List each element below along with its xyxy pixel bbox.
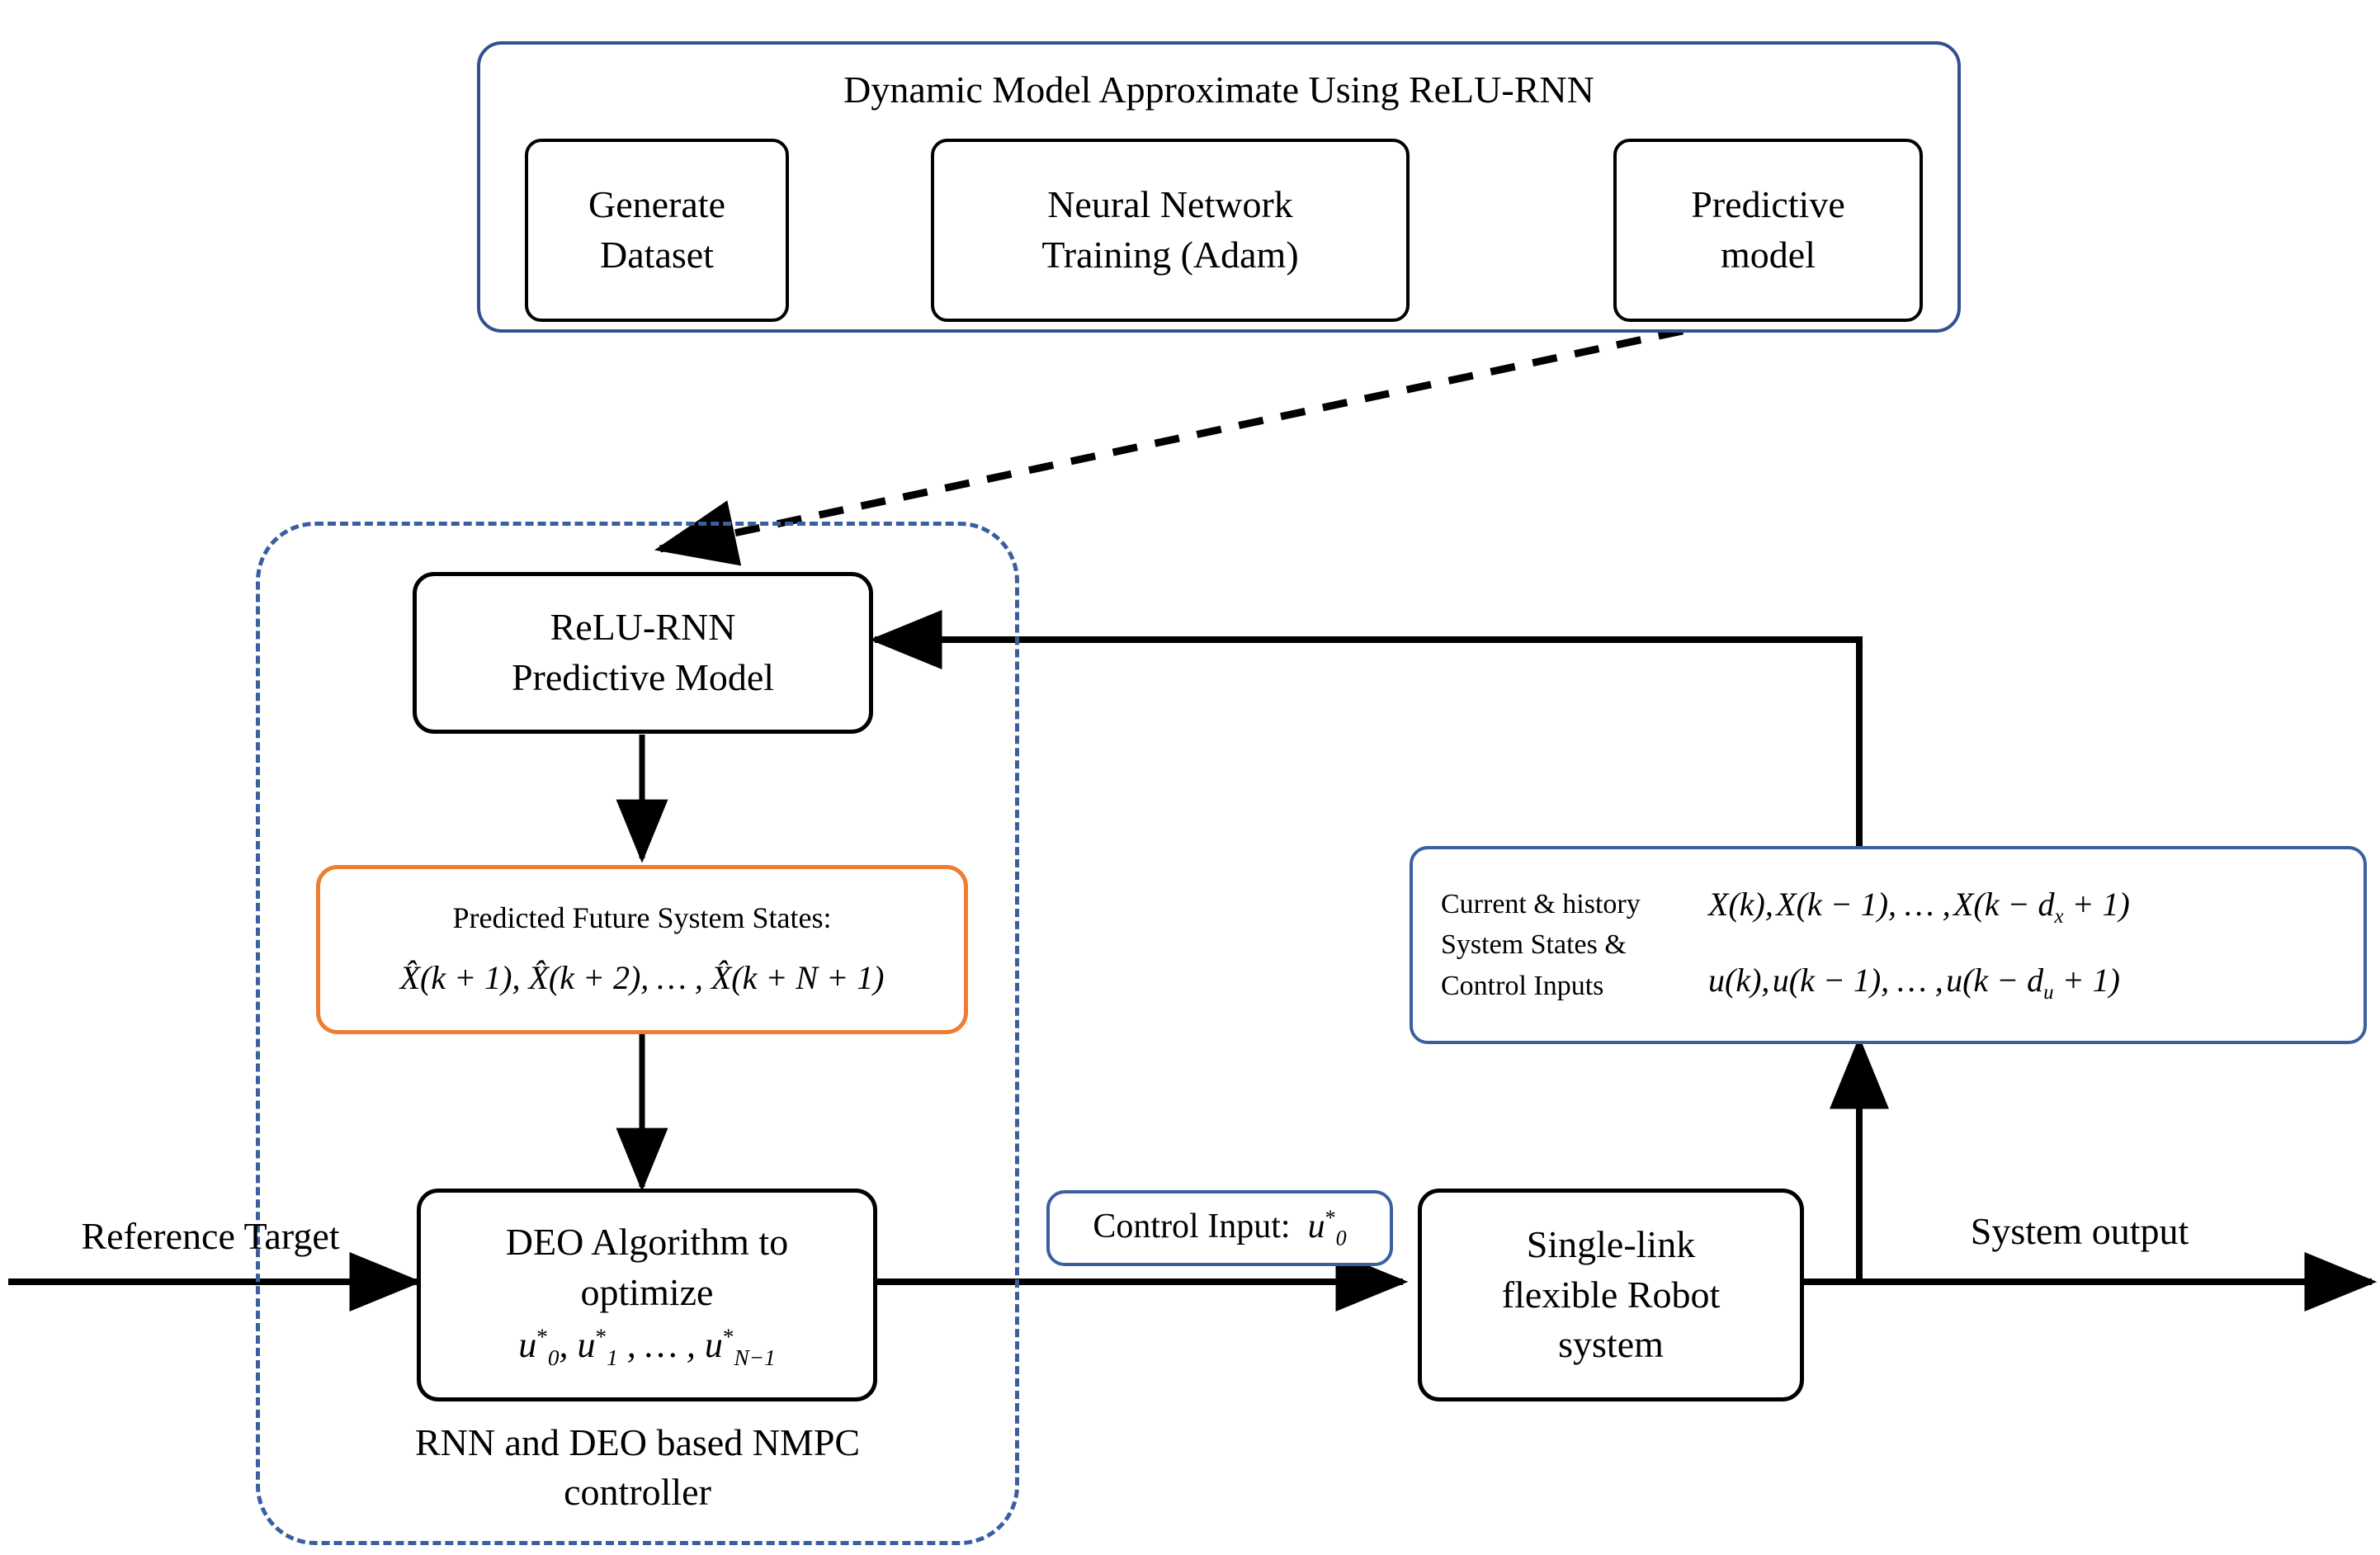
node-deo-algorithm[interactable]: DEO Algorithm to optimize u*0, u*1 , … ,… [417,1189,877,1401]
nmpc-controller-group-container [256,522,1019,1545]
relu-rnn-line1: ReLU-RNN [550,606,736,649]
label-reference-target: Reference Target [81,1215,340,1257]
predicted-states-heading: Predicted Future System States: [452,901,832,935]
node-predictive-model[interactable]: Predictive model [1613,139,1923,322]
deo-line2: optimize [580,1271,714,1314]
arrow-dashed-model-transfer [654,318,1726,566]
relu-rnn-line2: Predictive Model [511,656,775,698]
training-group-title: Dynamic Model Approximate Using ReLU-RNN [843,69,1594,111]
predictive-model-line2: model [1721,234,1816,276]
state-history-formulas: X(k), X(k − 1), … , X(k − dx + 1) u(k), … [1708,883,2130,1006]
plant-line3: system [1558,1323,1664,1366]
state-history-label-line1: Current & history [1441,889,1641,920]
predictive-model-line1: Predictive [1691,183,1845,226]
deo-line1: DEO Algorithm to [505,1221,789,1264]
nmpc-caption-line1: RNN and DEO based NMPC [414,1421,861,1463]
state-history-formula-inputs: u(k), u(k − 1), … , u(k − du + 1) [1708,962,2120,1004]
node-single-link-flexible-robot[interactable]: Single-link flexible Robot system [1418,1189,1804,1401]
state-history-label-line2: System States & [1441,929,1627,961]
generate-dataset-line1: Generate [588,183,725,226]
deo-formula: u*0, u*1 , … , u*N−1 [518,1324,776,1370]
node-neural-network-training[interactable]: Neural Network Training (Adam) [931,139,1410,322]
predicted-states-formula: X̂(k + 1), X̂(k + 2), … , X̂(k + N + 1) [399,958,885,996]
label-system-output: System output [1970,1210,2189,1252]
nn-training-line1: Neural Network [1047,183,1293,226]
node-generate-dataset[interactable]: Generate Dataset [525,139,789,322]
state-history-formula-states: X(k), X(k − 1), … , X(k − dx + 1) [1708,886,2130,929]
plant-line1: Single-link [1526,1222,1696,1265]
nmpc-caption-line2: controller [564,1470,711,1513]
tag-control-input: Control Input: u*0 [1046,1190,1393,1266]
node-relu-rnn-predictive-model[interactable]: ReLU-RNN Predictive Model [413,572,873,734]
arrow-feedback-to-relu [869,610,1863,846]
state-history-label-line3: Control Inputs [1441,970,1604,1001]
nn-training-line2: Training (Adam) [1041,234,1299,276]
control-input-label: Control Input: [1093,1207,1291,1245]
generate-dataset-line2: Dataset [600,234,714,276]
node-state-history: Current & history System States & Contro… [1410,846,2367,1044]
nmpc-controller-caption: RNN and DEO based NMPC controller [256,1418,1019,1517]
plant-line2: flexible Robot [1501,1273,1721,1316]
control-input-text: Control Input: u*0 [1093,1205,1347,1250]
state-history-label: Current & history System States & Contro… [1441,884,1688,1006]
node-predicted-future-states[interactable]: Predicted Future System States: X̂(k + 1… [316,865,968,1034]
